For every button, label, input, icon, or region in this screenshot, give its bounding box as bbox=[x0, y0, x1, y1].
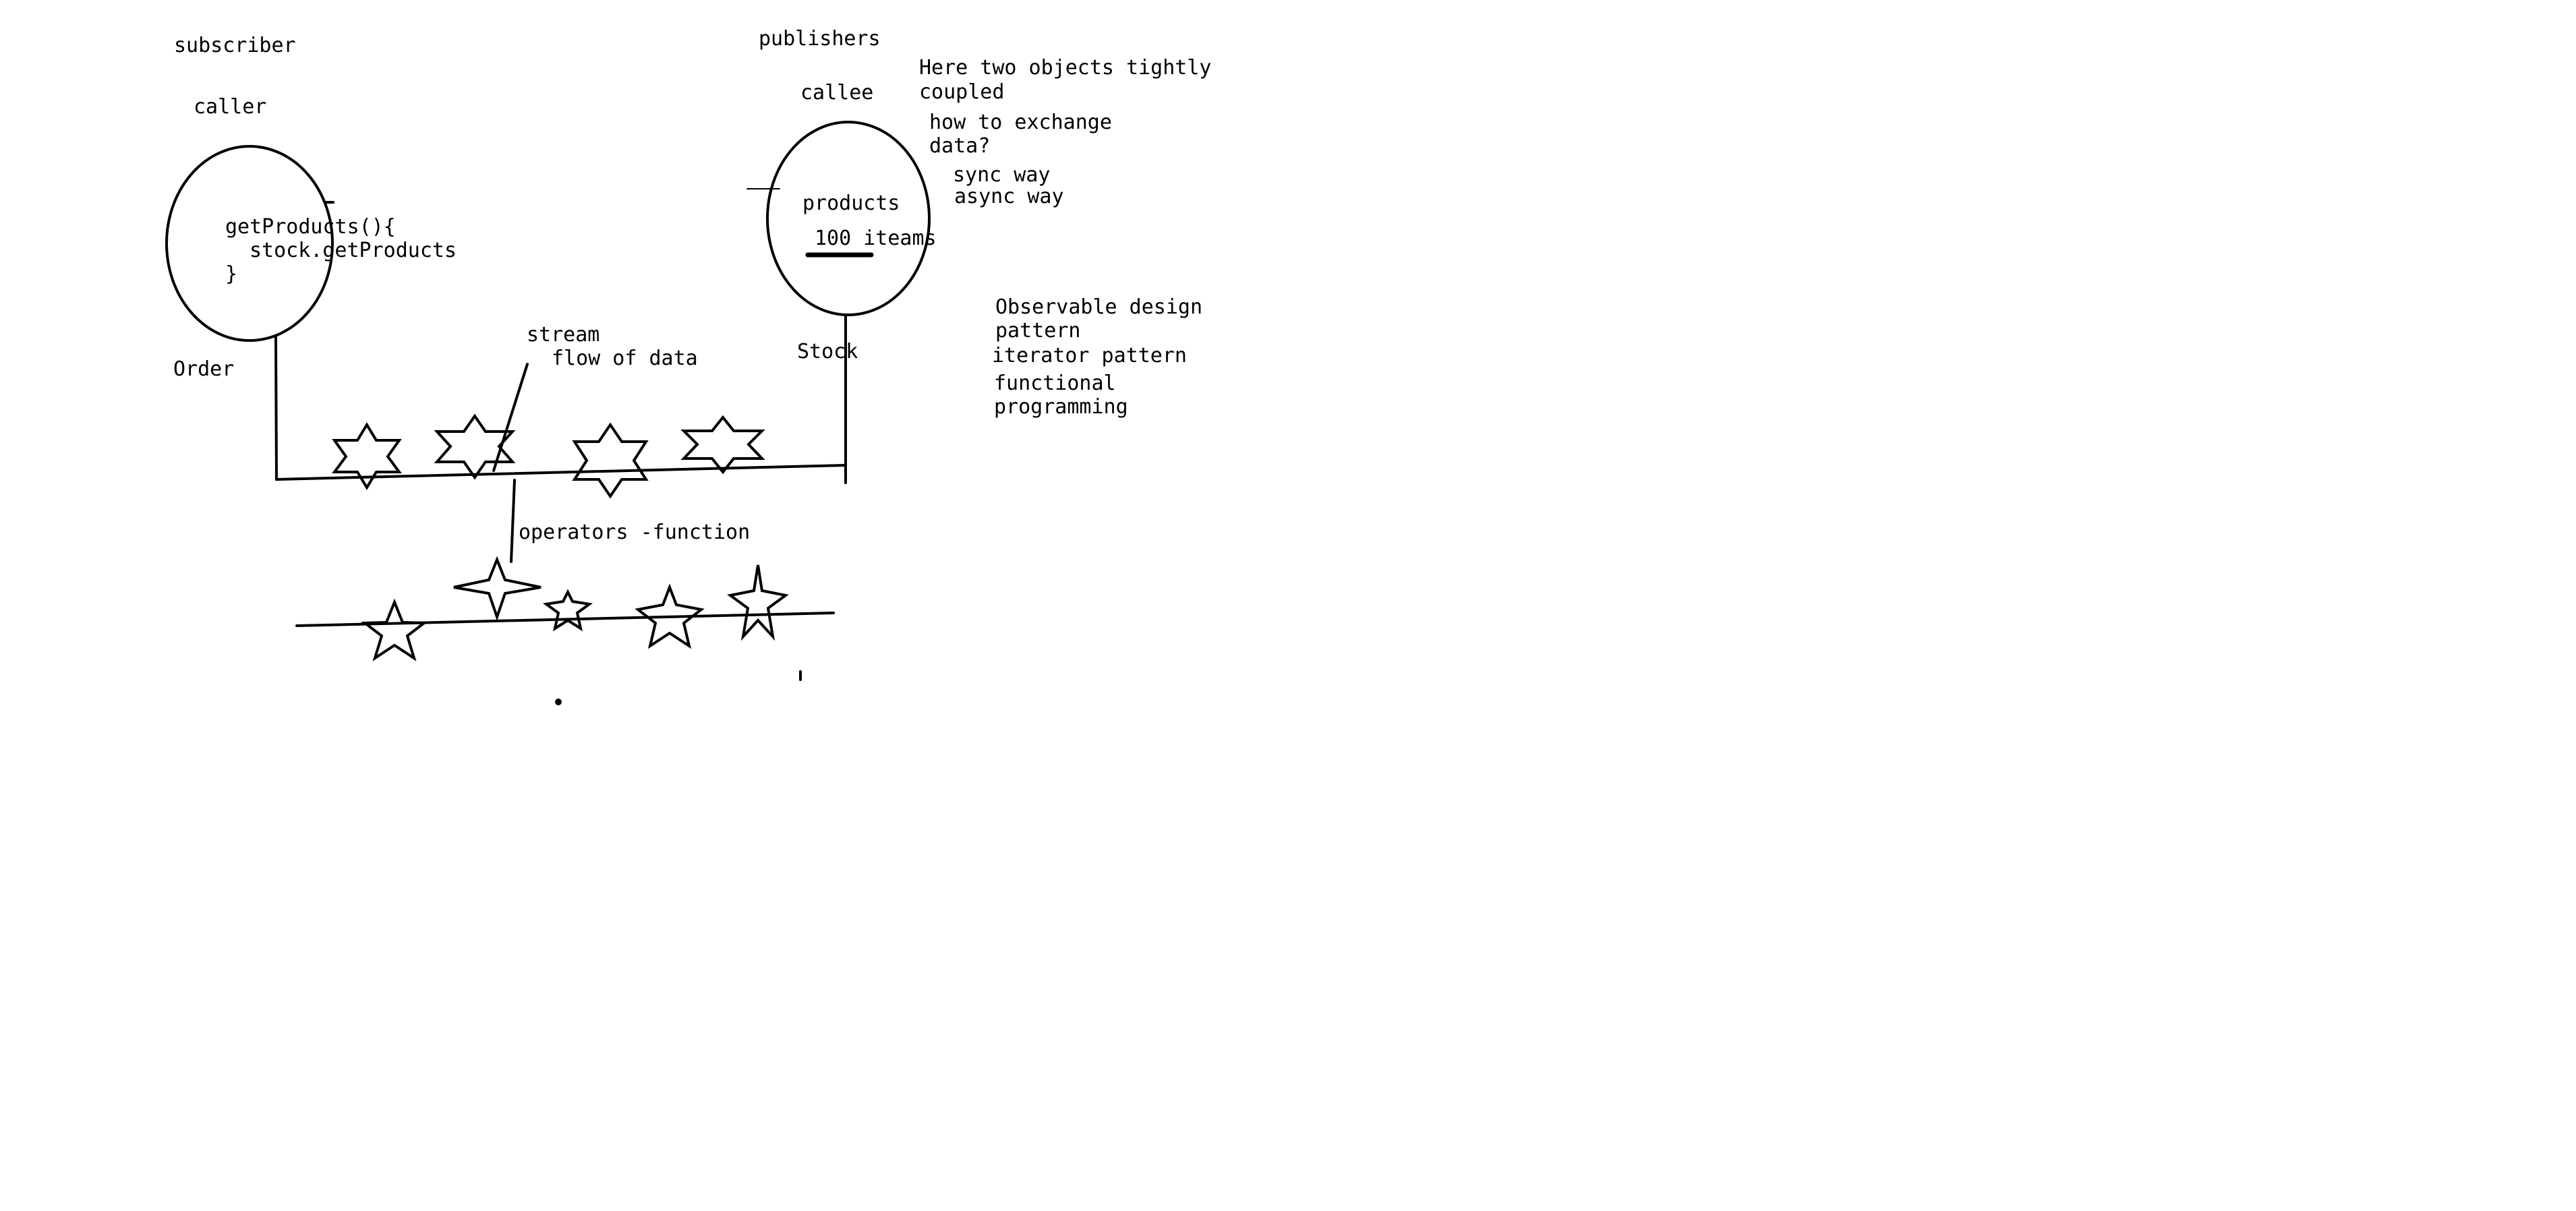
note-exchange-line-2: data? bbox=[929, 134, 991, 158]
ink-dot bbox=[555, 699, 562, 705]
stream-item-star-4 bbox=[680, 415, 765, 475]
functional-line-1: functional bbox=[994, 372, 1116, 395]
caller-label: caller bbox=[194, 95, 267, 119]
sync-way-label: sync way bbox=[953, 163, 1051, 187]
operators-function-label: operators -function bbox=[519, 521, 751, 544]
output-item-star-1 bbox=[361, 598, 428, 661]
flow-of-data-label: flow of data bbox=[552, 347, 698, 370]
products-label: products bbox=[802, 191, 900, 215]
note-coupled-line-1: Here two objects tightly bbox=[919, 56, 1212, 80]
items-label: 100 iteams bbox=[815, 227, 937, 250]
stream-item-star-2 bbox=[434, 413, 516, 480]
stream-item-star-1 bbox=[332, 422, 402, 490]
code-line-2: stock.getProducts bbox=[250, 239, 457, 262]
note-exchange-line-1: how to exchange bbox=[929, 111, 1112, 134]
async-way-label: async way bbox=[954, 185, 1064, 208]
order-label: Order bbox=[173, 357, 235, 381]
stock-label: Stock bbox=[797, 340, 858, 363]
functional-line-2: programming bbox=[994, 395, 1128, 419]
output-item-star-4 bbox=[635, 583, 705, 649]
output-item-star-2 bbox=[453, 556, 541, 622]
order-object-circle bbox=[165, 145, 334, 342]
callee-label: callee bbox=[800, 81, 874, 105]
stream-item-star-3 bbox=[572, 422, 649, 499]
stream-label: stream bbox=[527, 323, 600, 347]
observable-line-1: Observable design bbox=[995, 295, 1203, 319]
observable-line-2: pattern bbox=[995, 319, 1081, 343]
stock-object-circle bbox=[766, 121, 931, 316]
note-coupled-line-2: coupled bbox=[919, 80, 1005, 104]
iterator-pattern-label: iterator pattern bbox=[992, 344, 1187, 367]
data-stream-line bbox=[275, 464, 847, 481]
subscriber-label: subscriber bbox=[174, 34, 296, 57]
output-item-star-5 bbox=[727, 564, 789, 641]
stream-pointer-line bbox=[492, 363, 529, 472]
code-line-3: } bbox=[225, 262, 238, 286]
operator-connector bbox=[510, 479, 516, 563]
code-line-1: getProducts(){ bbox=[225, 215, 396, 239]
output-item-star-3 bbox=[542, 589, 593, 632]
publishers-label: publishers bbox=[759, 27, 881, 51]
